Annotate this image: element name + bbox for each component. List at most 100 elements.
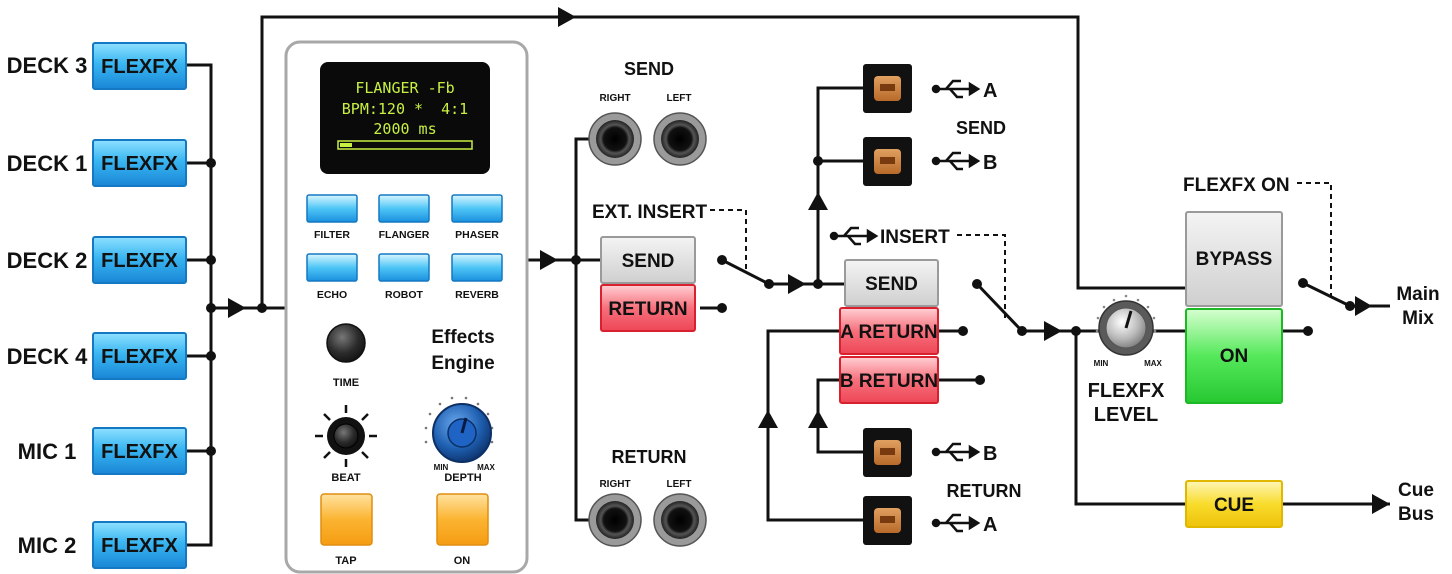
input-label-mic2: MIC 2 — [18, 533, 77, 558]
usb-b-return-button[interactable]: B RETURN — [839, 356, 939, 404]
flexfx-button-deck2[interactable]: FLEXFX — [92, 236, 187, 284]
flexfx-button-mic2[interactable]: FLEXFX — [92, 521, 187, 569]
level-knob-max: MAX — [1144, 359, 1162, 368]
cue-bus-label-line1: Cue — [1398, 480, 1434, 501]
display-line-3: 2000 ms — [373, 120, 436, 138]
effect-button-label: ROBOT — [385, 289, 424, 301]
flexfx-level-label-line1: FLEXFX — [1088, 380, 1165, 402]
ext-return-title: RETURN — [612, 447, 687, 467]
usb-a-return-label: A RETURN — [840, 322, 937, 343]
effect-button-reverb[interactable]: REVERB — [451, 253, 503, 301]
ext-send-right-label: RIGHT — [599, 93, 630, 104]
effect-button-label: REVERB — [455, 289, 499, 301]
usb-icon-send-a — [931, 79, 981, 99]
engine-title-line1: Effects — [431, 327, 494, 348]
usb-icon-insert — [829, 226, 879, 246]
usb-icon-return-a — [931, 513, 981, 533]
flexfx-level-label-line2: LEVEL — [1094, 404, 1158, 426]
flexfx-button-label: FLEXFX — [101, 441, 178, 463]
ext-insert-label: EXT. INSERT — [592, 202, 707, 223]
effect-button-phaser[interactable]: PHASER — [451, 194, 503, 241]
usb-send-b-port[interactable] — [863, 137, 912, 186]
ext-return-left-label: LEFT — [667, 479, 692, 490]
depth-min-label: MIN — [434, 463, 449, 472]
effect-button-label: FLANGER — [379, 229, 430, 241]
engine-on-pad-label: ON — [454, 555, 471, 567]
usb-a-return-button[interactable]: A RETURN — [839, 307, 939, 355]
bypass-button[interactable]: BYPASS — [1185, 211, 1283, 307]
effect-button-echo[interactable]: ECHO — [306, 253, 358, 301]
flexfx-button-deck3[interactable]: FLEXFX — [92, 42, 187, 90]
bypass-button-label: BYPASS — [1196, 249, 1273, 270]
tap-pad-label: TAP — [335, 555, 356, 567]
beat-encoder-label: BEAT — [331, 472, 360, 484]
usb-send-button[interactable]: SEND — [844, 259, 939, 307]
flexfx-button-deck4[interactable]: FLEXFX — [92, 332, 187, 380]
ext-send-jacks: SEND RIGHT LEFT — [588, 59, 707, 166]
usb-return-a-label: A — [983, 514, 997, 536]
effect-button-label: FILTER — [314, 229, 350, 241]
ext-send-right-jack[interactable] — [588, 112, 642, 166]
effect-button-label: PHASER — [455, 229, 499, 241]
effect-button-robot[interactable]: ROBOT — [378, 253, 430, 301]
flexfx-button-label: FLEXFX — [101, 346, 178, 368]
usb-send-title: SEND — [956, 118, 1006, 138]
display-progress-bar — [337, 140, 473, 150]
usb-b-return-label: B RETURN — [840, 371, 938, 392]
flexfx-button-label: FLEXFX — [101, 250, 178, 272]
tap-pad[interactable] — [320, 493, 373, 546]
flexfx-button-label: FLEXFX — [101, 56, 178, 78]
engine-title-line2: Engine — [431, 353, 494, 374]
flexfx-button-mic1[interactable]: FLEXFX — [92, 427, 187, 475]
usb-send-a-port[interactable] — [863, 64, 912, 113]
ext-return-jacks: RETURN RIGHT LEFT — [588, 447, 707, 547]
usb-send-button-label: SEND — [865, 274, 918, 295]
ext-return-right-jack[interactable] — [588, 493, 642, 547]
cue-button[interactable]: CUE — [1185, 480, 1283, 528]
on-button[interactable]: ON — [1185, 308, 1283, 404]
ext-insert-return-label: RETURN — [608, 299, 687, 320]
effect-button-flanger[interactable]: FLANGER — [378, 194, 430, 241]
ext-return-left-jack[interactable] — [653, 493, 707, 547]
display-line-1: FLANGER -Fb — [355, 79, 454, 97]
cue-button-label: CUE — [1214, 495, 1254, 516]
main-mix-label-line2: Mix — [1402, 308, 1434, 329]
engine-on-pad[interactable] — [436, 493, 489, 546]
depth-max-label: MAX — [477, 463, 495, 472]
ext-send-left-jack[interactable] — [653, 112, 707, 166]
main-mix-label-line1: Main — [1396, 284, 1439, 305]
input-label-deck3: DECK 3 — [7, 53, 88, 78]
flexfx-button-label: FLEXFX — [101, 153, 178, 175]
ext-insert-send-label: SEND — [622, 251, 675, 272]
usb-send-a-label: A — [983, 80, 997, 102]
junction-dots — [206, 156, 1355, 456]
usb-icon-return-b — [931, 442, 981, 462]
ext-insert-send-button[interactable]: SEND — [600, 236, 696, 284]
oled-display: FLANGER -Fb BPM:120 * 4:1 2000 ms — [320, 62, 490, 174]
input-label-mic1: MIC 1 — [18, 439, 77, 464]
level-knob-min: MIN — [1094, 359, 1109, 368]
depth-knob[interactable] — [424, 396, 494, 463]
usb-send-b-label: B — [983, 152, 997, 174]
beat-encoder[interactable] — [315, 405, 377, 467]
ext-insert-return-button[interactable]: RETURN — [600, 284, 696, 332]
ext-send-title: SEND — [624, 59, 674, 79]
display-progress-fill — [340, 143, 352, 147]
flexfx-level-knob[interactable] — [1095, 294, 1157, 356]
input-label-deck2: DECK 2 — [7, 248, 88, 273]
flexfx-button-deck1[interactable]: FLEXFX — [92, 139, 187, 187]
usb-return-b-port[interactable] — [863, 428, 912, 477]
usb-return-a-port[interactable] — [863, 496, 912, 545]
on-button-label: ON — [1220, 346, 1249, 367]
effect-button-label: ECHO — [317, 289, 347, 301]
effect-button-filter[interactable]: FILTER — [306, 194, 358, 241]
time-knob[interactable] — [326, 323, 366, 363]
dashed-control-links — [710, 182, 1332, 318]
ext-return-right-label: RIGHT — [599, 479, 630, 490]
input-label-deck1: DECK 1 — [7, 151, 88, 176]
flexfx-on-label: FLEXFX ON — [1183, 175, 1290, 196]
usb-return-b-label: B — [983, 443, 997, 465]
effects-engine-panel: FLANGER -Fb BPM:120 * 4:1 2000 ms FILTER… — [284, 40, 529, 574]
display-line-2: BPM:120 * 4:1 — [342, 100, 468, 118]
